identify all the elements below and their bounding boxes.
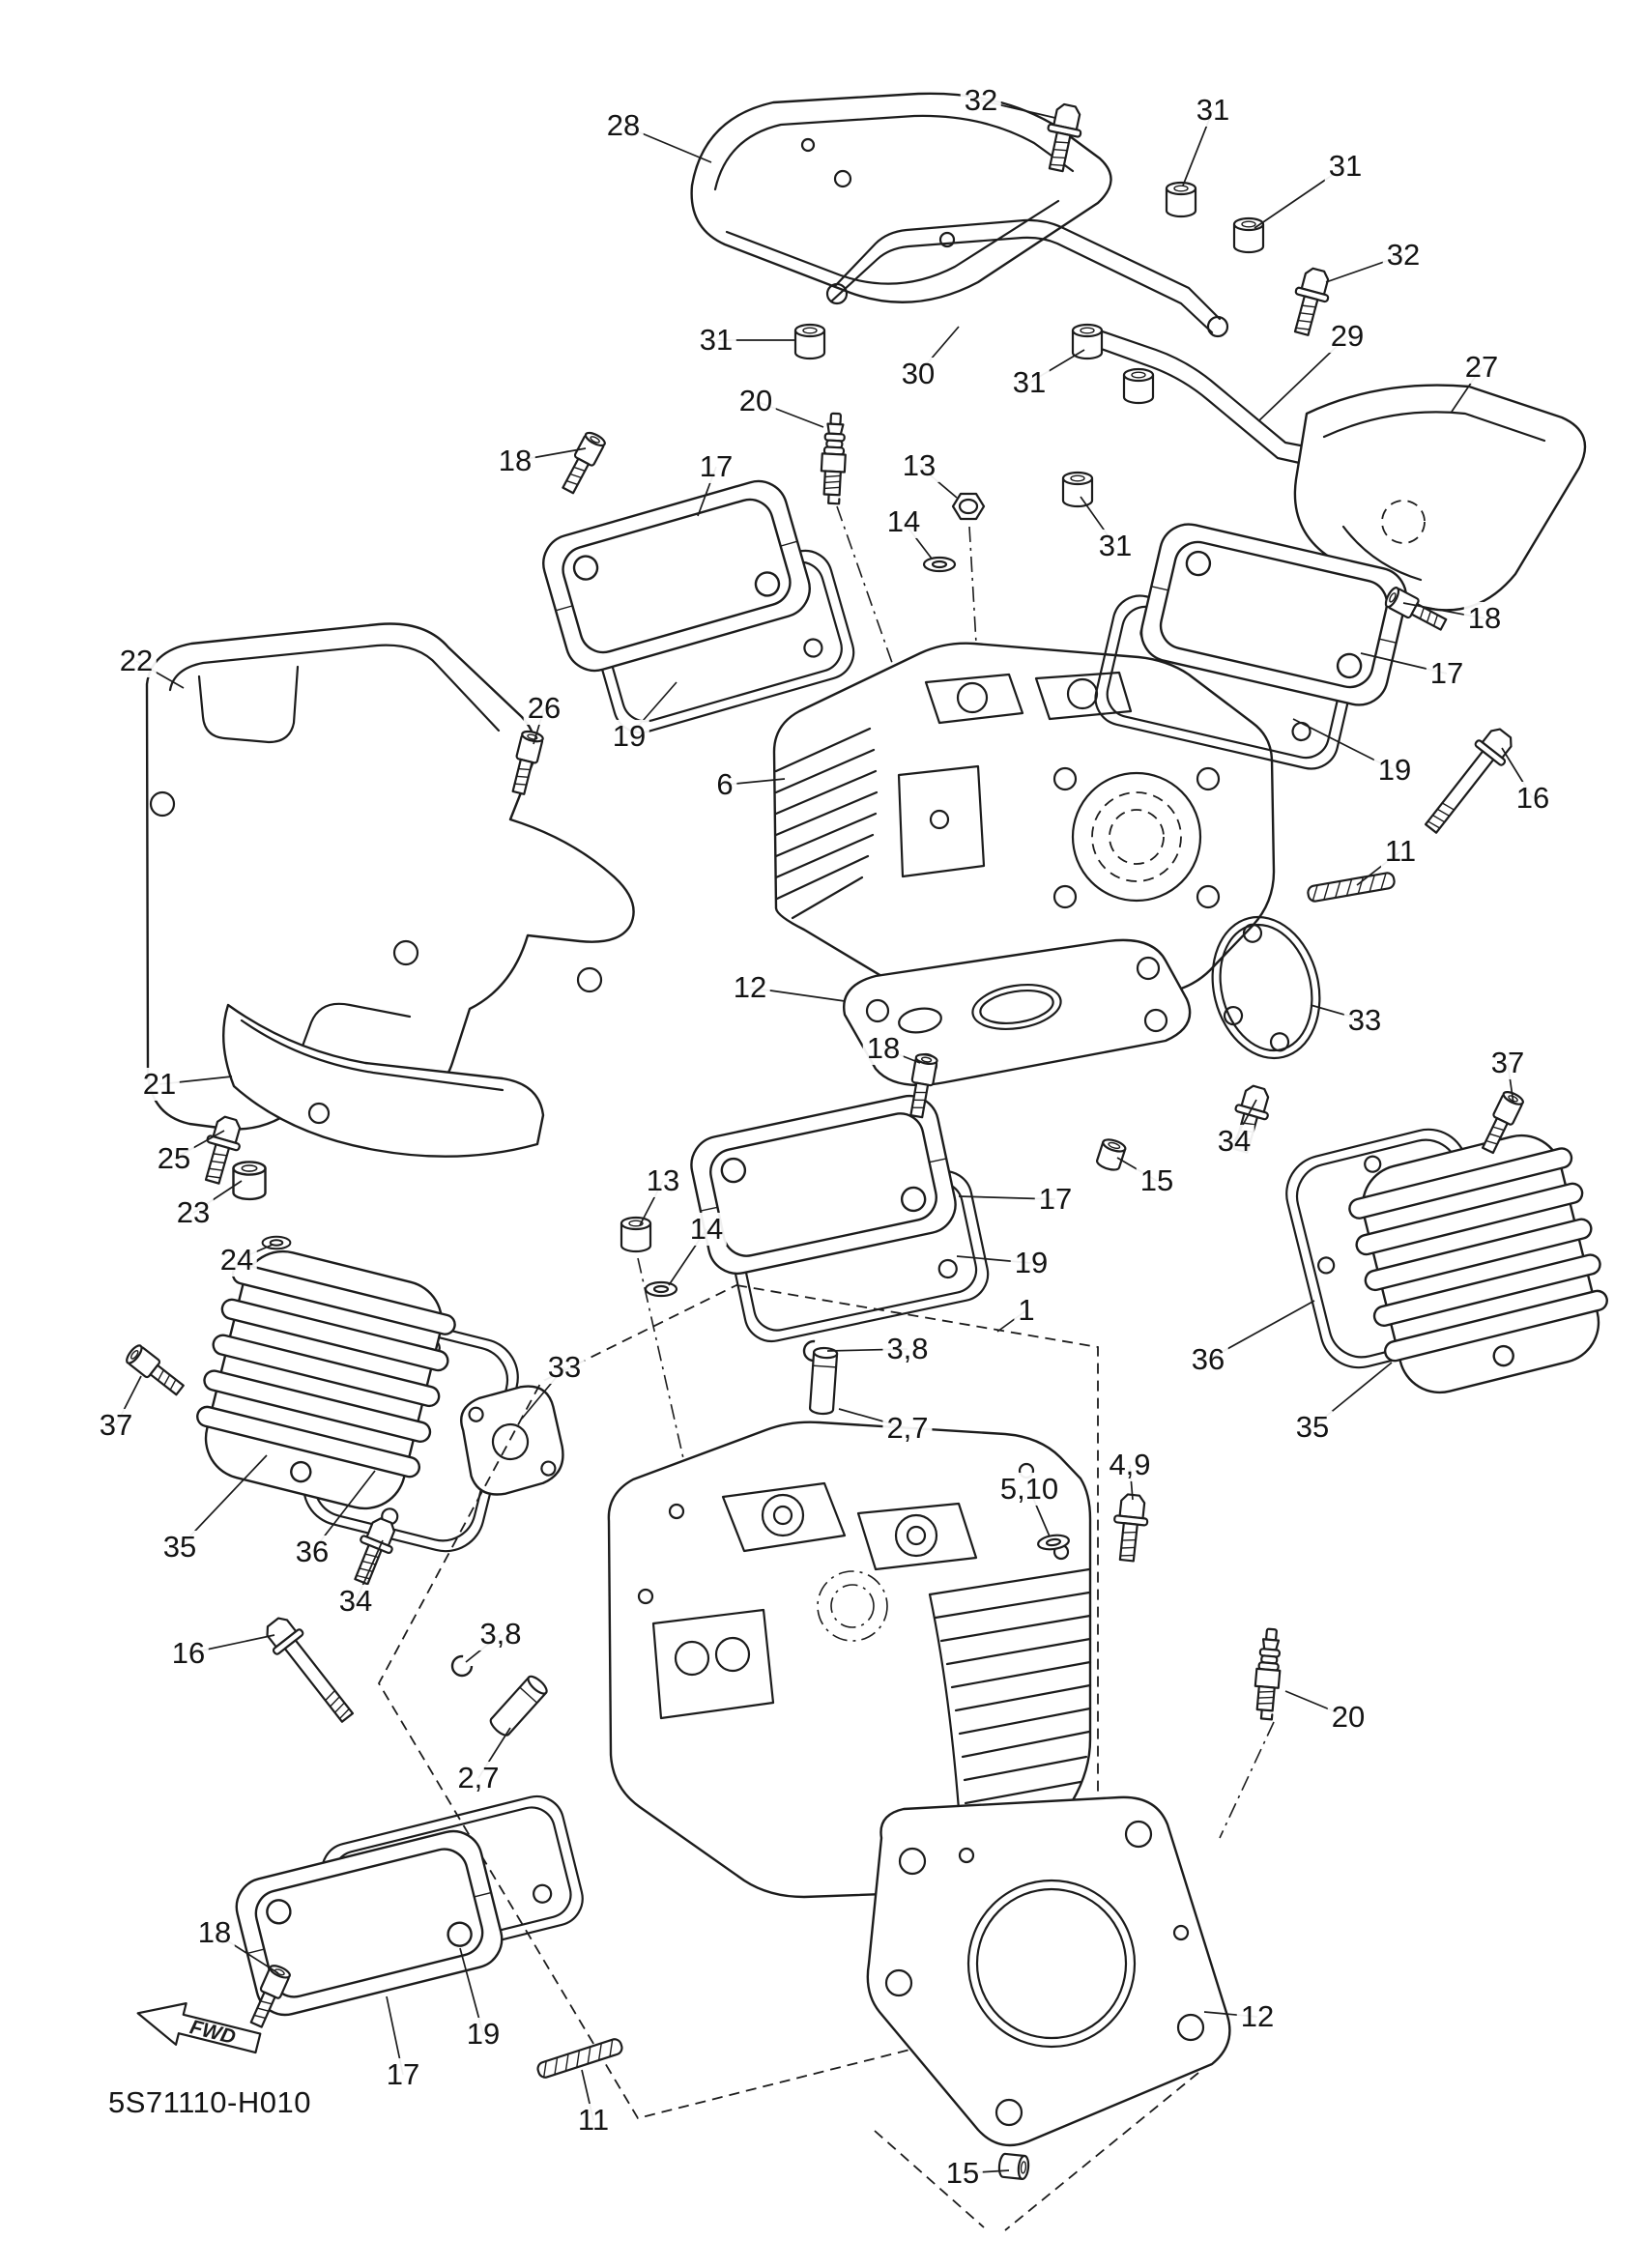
leader-line-13 — [639, 1180, 664, 1226]
leader-line-14 — [903, 521, 933, 560]
part-damper-31-c — [1232, 216, 1265, 254]
part-fin-cover-front — [182, 1238, 466, 1522]
leader-line-37 — [115, 1375, 142, 1426]
leader-line-31 — [1028, 349, 1085, 384]
part-head-gasket-rear — [842, 938, 1192, 1087]
part-bolt-49 — [1109, 1492, 1151, 1564]
part-valve-guide-27-a — [808, 1346, 839, 1416]
leader-line-32 — [1325, 254, 1404, 283]
part-bolt-16-r — [1416, 721, 1520, 841]
leader-line-3-8 — [826, 1348, 908, 1352]
leader-line-28 — [622, 125, 712, 163]
part-cap-13-front — [620, 1216, 652, 1253]
leader-line-19 — [1292, 718, 1396, 771]
part-bolt-16-l — [258, 1610, 362, 1730]
part-exhaust-gasket-rear — [1211, 915, 1321, 1060]
leader-line-14 — [668, 1228, 707, 1286]
construction-line — [836, 505, 898, 677]
leader-line-31 — [1080, 496, 1116, 547]
part-valve-cover-17-tl — [534, 473, 819, 679]
leader-line-20 — [1284, 1690, 1349, 1718]
leader-line-31 — [1182, 109, 1214, 187]
part-bolt-34-r — [1224, 1081, 1276, 1157]
part-bolt-34-l — [345, 1513, 403, 1590]
part-nut-13-rear — [951, 492, 986, 521]
fwd-marker: FWD — [136, 2002, 262, 2054]
part-bracket-front — [825, 218, 1229, 338]
construction-line — [1004, 2072, 1199, 2231]
assembly-boundary — [377, 1284, 1099, 2120]
leader-line-19 — [956, 1255, 1032, 1264]
construction-line — [874, 2130, 985, 2228]
construction-line — [1219, 1721, 1275, 1839]
leader-line-36 — [1207, 1300, 1315, 1361]
fwd-label: FWD — [187, 2016, 238, 2049]
leader-line-35 — [1312, 1362, 1393, 1428]
leader-line-11 — [581, 2069, 594, 2121]
part-air-shroud-inner — [222, 1003, 545, 1158]
leader-line-16 — [187, 1634, 275, 1654]
part-spark-plug-rear — [819, 412, 850, 505]
part-head-gasket-front — [866, 1795, 1231, 2147]
part-valve-cover-17-mid — [684, 1089, 963, 1280]
leader-line-30 — [917, 326, 960, 375]
part-grommet-23 — [232, 1161, 267, 1201]
leader-line-20 — [755, 400, 824, 428]
construction-line — [637, 1257, 691, 1489]
part-plate-33-front — [460, 1385, 564, 1496]
leader-line-3-8 — [465, 1633, 502, 1663]
part-damper-31-e — [1122, 367, 1155, 405]
leader-line-19 — [628, 681, 677, 737]
part-bolt-18-tl — [557, 429, 608, 497]
leader-line-13 — [918, 465, 958, 499]
part-damper-31-a — [793, 323, 826, 360]
leader-line-23 — [192, 1180, 243, 1214]
part-spark-plug-front — [1251, 1626, 1285, 1721]
leader-line-16 — [1501, 747, 1534, 799]
part-air-shroud-outer — [145, 622, 635, 1131]
part-bolt-32-b — [1284, 264, 1336, 339]
part-dowel-15-bottom — [996, 2152, 1031, 2181]
part-cover-front-top — [690, 92, 1112, 303]
part-cylinder-head-front — [607, 1421, 1092, 1899]
part-cover-rear-top — [1293, 384, 1587, 612]
leader-line-17 — [386, 1995, 404, 2076]
part-washer-14-rear — [922, 556, 957, 573]
diagram-code: 5S71110-H010 — [108, 2085, 311, 2119]
part-valve-guide-27-b — [486, 1672, 551, 1739]
leader-line-2-7 — [477, 1727, 511, 1779]
part-damper-31-b — [1165, 181, 1197, 218]
leader-line-31 — [1254, 165, 1346, 229]
leader-line-12 — [749, 987, 846, 1002]
part-dowel-15-mid — [1094, 1135, 1128, 1174]
part-damper-31-f — [1061, 471, 1094, 508]
part-cylinder-head-rear — [772, 642, 1276, 1007]
leader-line-15 — [1116, 1157, 1158, 1182]
leader-line-1 — [996, 1309, 1027, 1333]
part-washer-14-front — [644, 1280, 678, 1298]
part-stud-11-r — [1306, 871, 1397, 904]
